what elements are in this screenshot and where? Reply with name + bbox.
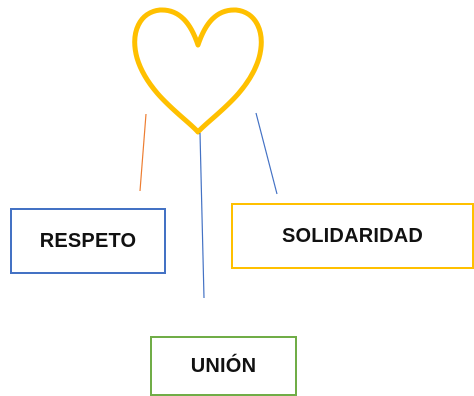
connector-line-solidaridad: [255, 112, 278, 195]
respeto-box: RESPETO: [10, 208, 166, 274]
heart-icon: [132, 7, 264, 135]
solidaridad-box: SOLIDARIDAD: [231, 203, 474, 269]
connector-line-respeto: [139, 113, 147, 192]
respeto-label: RESPETO: [39, 229, 137, 252]
solidaridad-label: SOLIDARIDAD: [281, 224, 424, 247]
union-box: UNIÓN: [150, 336, 297, 396]
union-label: UNIÓN: [190, 354, 257, 377]
connector-line-union: [199, 132, 205, 299]
